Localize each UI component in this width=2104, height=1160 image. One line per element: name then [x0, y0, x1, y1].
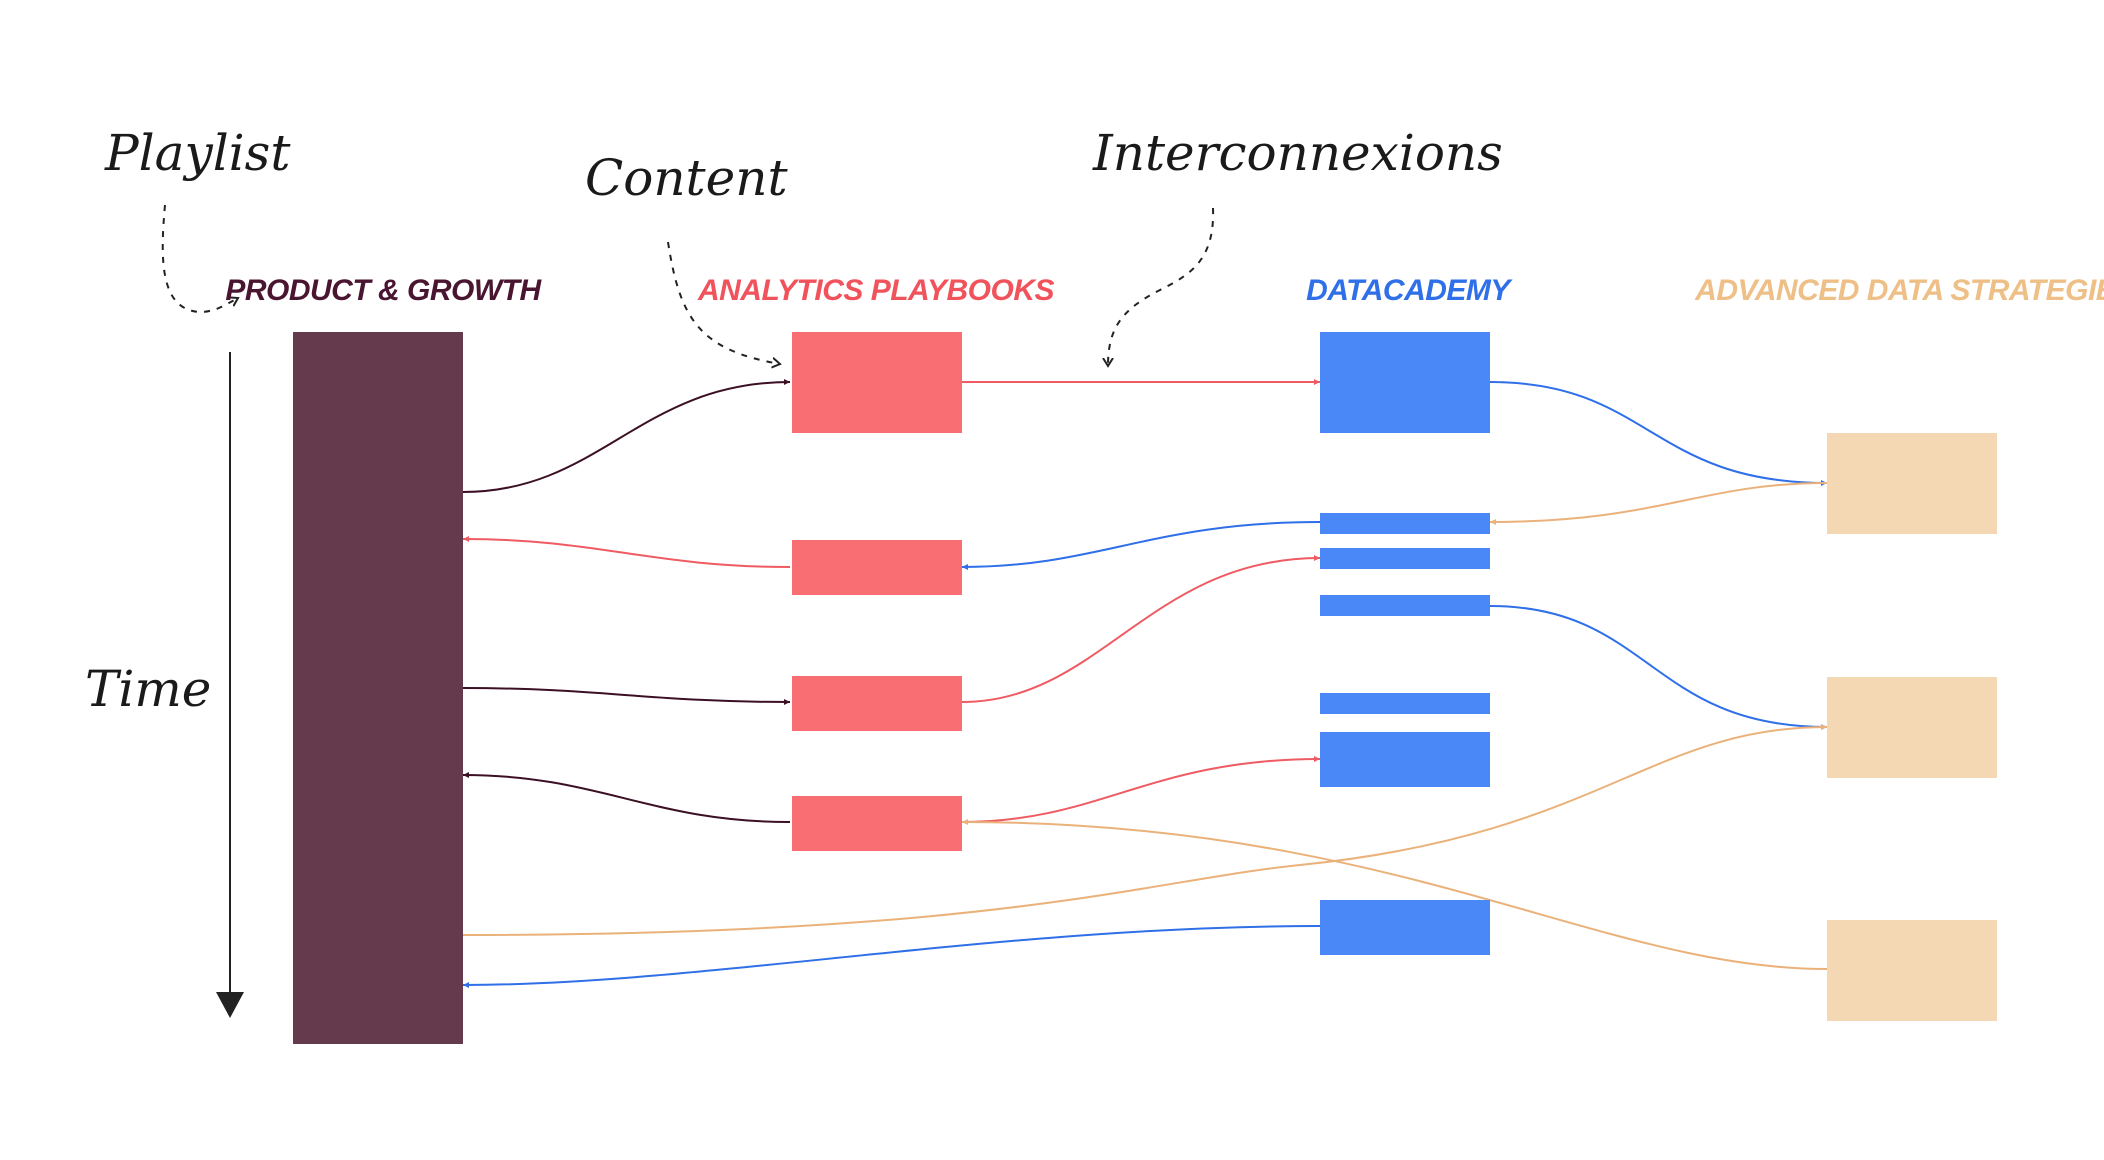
heading-product-growth: PRODUCT & GROWTH — [225, 274, 542, 307]
heading-datacademy: DATACADEMY — [1306, 274, 1513, 307]
advanced-data-strategies-blocks — [1827, 433, 1997, 1021]
link-datacademy-1-to-advanced-1 — [1489, 381, 1828, 486]
link-datacademy-2-to-analytics-2 — [961, 521, 1321, 570]
link-product-to-analytics-3 — [462, 687, 791, 705]
content-annotation: Content — [585, 149, 788, 207]
datacademy-content-block[interactable] — [1320, 900, 1490, 955]
datacademy-content-block[interactable] — [1320, 548, 1490, 569]
advanced-content-block[interactable] — [1827, 677, 1997, 778]
advanced-content-block[interactable] — [1827, 920, 1997, 1021]
link-advanced-1-to-datacademy-2 — [1489, 482, 1828, 525]
advanced-content-block[interactable] — [1827, 433, 1997, 534]
link-datacademy-4-to-advanced-2 — [1489, 605, 1828, 730]
datacademy-blocks — [1320, 332, 1490, 955]
analytics-playbooks-blocks — [792, 332, 962, 851]
heading-advanced-data-strategies: ADVANCED DATA STRATEGIES — [1694, 274, 2104, 307]
datacademy-content-block[interactable] — [1320, 332, 1490, 433]
time-annotation: Time — [85, 660, 211, 718]
playlist-annotation: Playlist — [104, 124, 291, 182]
analytics-content-block[interactable] — [792, 796, 962, 851]
link-analytics-4-to-product — [462, 772, 791, 823]
heading-analytics-playbooks: ANALYTICS PLAYBOOKS — [697, 274, 1055, 307]
arrow-down-icon — [216, 992, 244, 1018]
product-growth-block[interactable] — [293, 332, 463, 1044]
datacademy-content-block[interactable] — [1320, 513, 1490, 534]
link-advanced-3-to-analytics-4 — [961, 819, 1828, 970]
datacademy-content-block[interactable] — [1320, 693, 1490, 714]
analytics-content-block[interactable] — [792, 676, 962, 731]
datacademy-content-block[interactable] — [1320, 595, 1490, 616]
links — [462, 379, 1828, 988]
interconnexions-annotation-pointer — [1108, 207, 1215, 366]
link-product-to-analytics-1 — [462, 379, 791, 493]
link-product-to-advanced-2 — [462, 724, 1828, 936]
link-analytics-2-to-product — [462, 536, 791, 568]
link-analytics-4-to-datacademy-6 — [961, 756, 1321, 823]
analytics-content-block[interactable] — [792, 540, 962, 595]
link-datacademy-7-to-product — [462, 925, 1321, 988]
link-analytics-3-to-datacademy-3 — [961, 555, 1321, 703]
analytics-content-block[interactable] — [792, 332, 962, 433]
interconnexions-annotation: Interconnexions — [1092, 124, 1503, 182]
content-annotation-pointer — [667, 241, 780, 364]
datacademy-content-block[interactable] — [1320, 732, 1490, 787]
